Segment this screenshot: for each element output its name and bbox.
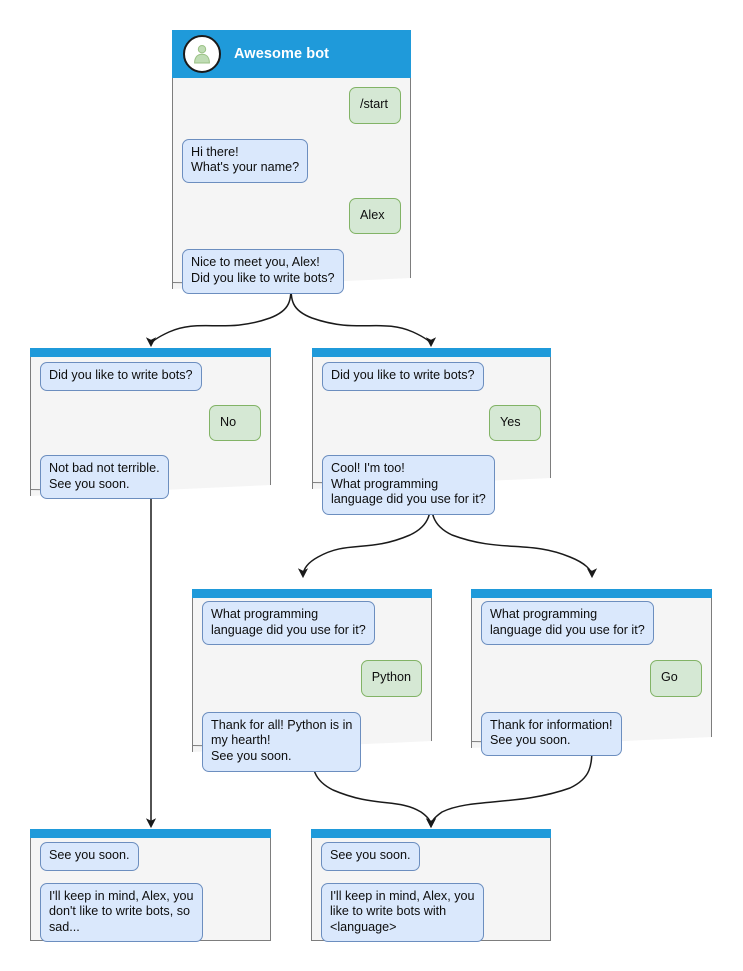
node-end-happy-messages: See you soon. I'll keep in mind, Alex, y… <box>311 842 551 943</box>
message-row: No <box>40 404 261 442</box>
message-row: Alex <box>182 197 401 235</box>
bot-message-bubble: Thank for information! See you soon. <box>481 711 622 756</box>
message-row: See you soon. <box>40 842 261 871</box>
bot-message-bubble: What programming language did you use fo… <box>202 601 375 646</box>
bot-message-bubble: See you soon. <box>321 842 420 871</box>
node-yes-branch[interactable]: Did you like to write bots? Yes Cool! I'… <box>312 348 551 515</box>
bot-message-bubble: I'll keep in mind, Alex, you don't like … <box>40 882 203 943</box>
message-row: Did you like to write bots? <box>40 362 261 391</box>
message-row: Cool! I'm too! What programming language… <box>322 455 541 515</box>
edge-go-to-end-happy <box>425 743 593 829</box>
user-message-bubble: Yes <box>489 404 541 442</box>
message-row: What programming language did you use fo… <box>202 601 422 646</box>
message-row: See you soon. <box>321 842 541 871</box>
node-python-branch[interactable]: What programming language did you use fo… <box>192 589 432 772</box>
node-yes-branch-messages: Did you like to write bots? Yes Cool! I'… <box>312 362 551 515</box>
user-message-bubble: Python <box>360 660 422 697</box>
node-end-sad-titlebar <box>30 829 271 838</box>
node-go-branch-messages: What programming language did you use fo… <box>471 601 712 756</box>
node-end-happy[interactable]: See you soon. I'll keep in mind, Alex, y… <box>311 829 551 943</box>
node-end-sad-messages: See you soon. I'll keep in mind, Alex, y… <box>30 842 271 943</box>
node-end-happy-titlebar <box>311 829 551 838</box>
user-message-bubble: Go <box>650 660 702 697</box>
message-row: Nice to meet you, Alex! Did you like to … <box>182 249 401 294</box>
node-root-titlebar: Awesome bot <box>172 30 411 78</box>
message-row: Go <box>481 660 702 697</box>
message-row: What programming language did you use fo… <box>481 601 702 646</box>
message-row: Did you like to write bots? <box>322 362 541 391</box>
bot-message-bubble: Did you like to write bots? <box>40 362 202 391</box>
message-row: Not bad not terrible. See you soon. <box>40 455 261 500</box>
message-row: /start <box>182 87 401 124</box>
message-row: Thank for information! See you soon. <box>481 711 702 756</box>
bot-message-bubble: Cool! I'm too! What programming language… <box>322 455 495 515</box>
node-python-branch-messages: What programming language did you use fo… <box>192 601 432 772</box>
bot-message-bubble: See you soon. <box>40 842 139 871</box>
node-yes-branch-titlebar <box>312 348 551 357</box>
node-go-branch-titlebar <box>471 589 712 598</box>
user-message-bubble: Alex <box>349 197 401 235</box>
node-no-branch-messages: Did you like to write bots? No Not bad n… <box>30 362 271 500</box>
user-message-bubble: No <box>209 404 261 442</box>
message-row: I'll keep in mind, Alex, you like to wri… <box>321 882 541 943</box>
user-avatar-icon <box>183 35 221 73</box>
message-row: Thank for all! Python is in my hearth! S… <box>202 711 422 772</box>
bot-message-bubble: Thank for all! Python is in my hearth! S… <box>202 711 362 772</box>
node-end-sad[interactable]: See you soon. I'll keep in mind, Alex, y… <box>30 829 271 943</box>
node-root-title: Awesome bot <box>234 46 330 62</box>
node-root-messages: /start Hi there! What's your name? Alex … <box>172 87 411 294</box>
bot-message-bubble: Hi there! What's your name? <box>182 138 309 183</box>
node-go-branch[interactable]: What programming language did you use fo… <box>471 589 712 756</box>
message-row: Hi there! What's your name? <box>182 138 401 183</box>
node-python-branch-titlebar <box>192 589 432 598</box>
bot-message-bubble: Did you like to write bots? <box>322 362 484 391</box>
node-no-branch-titlebar <box>30 348 271 357</box>
bot-message-bubble: I'll keep in mind, Alex, you like to wri… <box>321 882 484 943</box>
user-message-bubble: /start <box>349 87 401 124</box>
message-row: Python <box>202 660 422 697</box>
message-row: Yes <box>322 404 541 442</box>
bot-message-bubble: What programming language did you use fo… <box>481 601 654 646</box>
node-no-branch[interactable]: Did you like to write bots? No Not bad n… <box>30 348 271 500</box>
bot-message-bubble: Nice to meet you, Alex! Did you like to … <box>182 249 344 294</box>
bot-message-bubble: Not bad not terrible. See you soon. <box>40 455 169 500</box>
node-root[interactable]: Awesome bot /start Hi there! What's your… <box>172 30 411 294</box>
message-row: I'll keep in mind, Alex, you don't like … <box>40 882 261 943</box>
